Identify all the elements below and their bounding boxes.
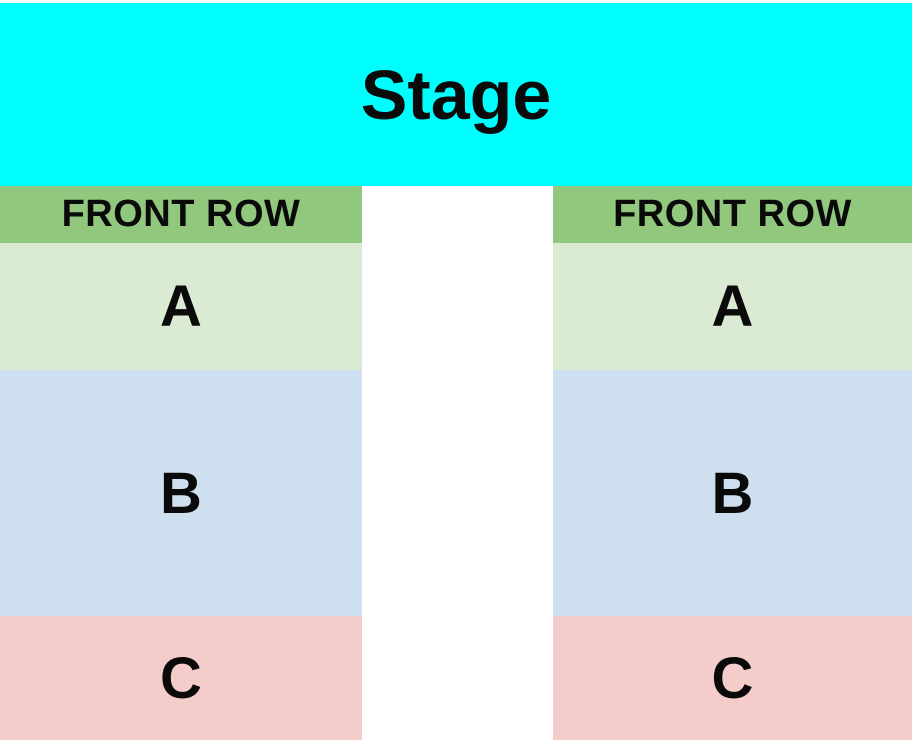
section-label: FRONT ROW: [613, 193, 852, 235]
section-label: A: [160, 274, 202, 339]
section-right-c[interactable]: C: [553, 616, 912, 740]
seating-column-left: FRONT ROW A B C: [0, 186, 362, 740]
section-left-c[interactable]: C: [0, 616, 362, 740]
section-left-b[interactable]: B: [0, 370, 362, 616]
section-left-a[interactable]: A: [0, 243, 362, 370]
center-aisle: [362, 186, 553, 740]
section-label: A: [711, 274, 754, 339]
seating-floor: FRONT ROW A B C FRONT ROW A B: [0, 186, 912, 740]
section-label: B: [711, 460, 754, 526]
seating-column-right: FRONT ROW A B C: [553, 186, 912, 740]
section-right-b[interactable]: B: [553, 370, 912, 616]
section-right-front-row[interactable]: FRONT ROW: [553, 186, 912, 243]
section-label: C: [711, 645, 754, 711]
stage-banner: Stage: [0, 3, 912, 186]
stage-label: Stage: [360, 55, 552, 134]
section-right-a[interactable]: A: [553, 243, 912, 370]
section-label: C: [160, 645, 202, 711]
section-label: FRONT ROW: [61, 193, 301, 235]
section-label: B: [160, 460, 202, 526]
section-left-front-row[interactable]: FRONT ROW: [0, 186, 362, 243]
